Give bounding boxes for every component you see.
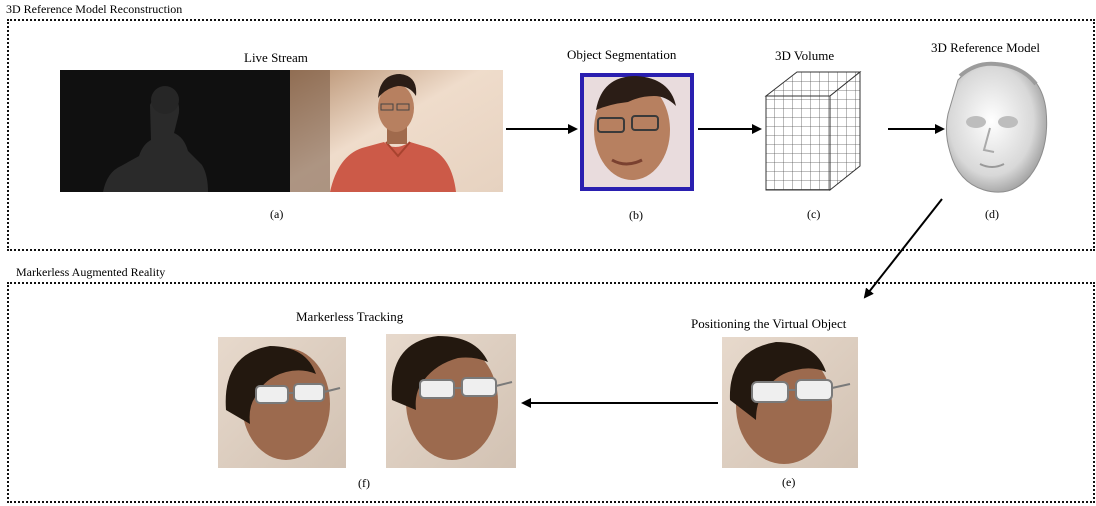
reference-model-render <box>945 61 1048 193</box>
live-stream-image <box>60 70 503 192</box>
tracking-frame-1 <box>218 337 346 468</box>
panel-b-label: Object Segmentation <box>567 47 677 62</box>
section-title-augmented-reality: Markerless Augmented Reality <box>16 265 166 279</box>
panel-e-label: Positioning the Virtual Object <box>691 316 847 331</box>
panel-f-caption: (f) <box>358 476 370 490</box>
augmented-reality-section-frame <box>7 282 1095 503</box>
panel-e-caption: (e) <box>782 475 796 489</box>
segmentation-image <box>580 73 694 191</box>
virtual-object-image <box>722 337 858 468</box>
voxel-volume-cube <box>764 70 862 192</box>
panel-b-caption: (b) <box>629 208 643 222</box>
panel-d-label: 3D Reference Model <box>931 40 1041 55</box>
arrow-d-to-e <box>863 198 943 299</box>
panel-d-caption: (d) <box>985 207 999 221</box>
panel-a-label: Live Stream <box>244 50 308 65</box>
panel-c-label: 3D Volume <box>775 48 835 63</box>
panel-a-caption: (a) <box>270 207 284 221</box>
panel-f-label: Markerless Tracking <box>296 309 404 324</box>
tracking-frame-2 <box>386 334 516 468</box>
panel-c-caption: (c) <box>807 207 821 221</box>
reconstruction-section-frame <box>7 19 1095 251</box>
section-title-reconstruction: 3D Reference Model Reconstruction <box>6 2 183 16</box>
